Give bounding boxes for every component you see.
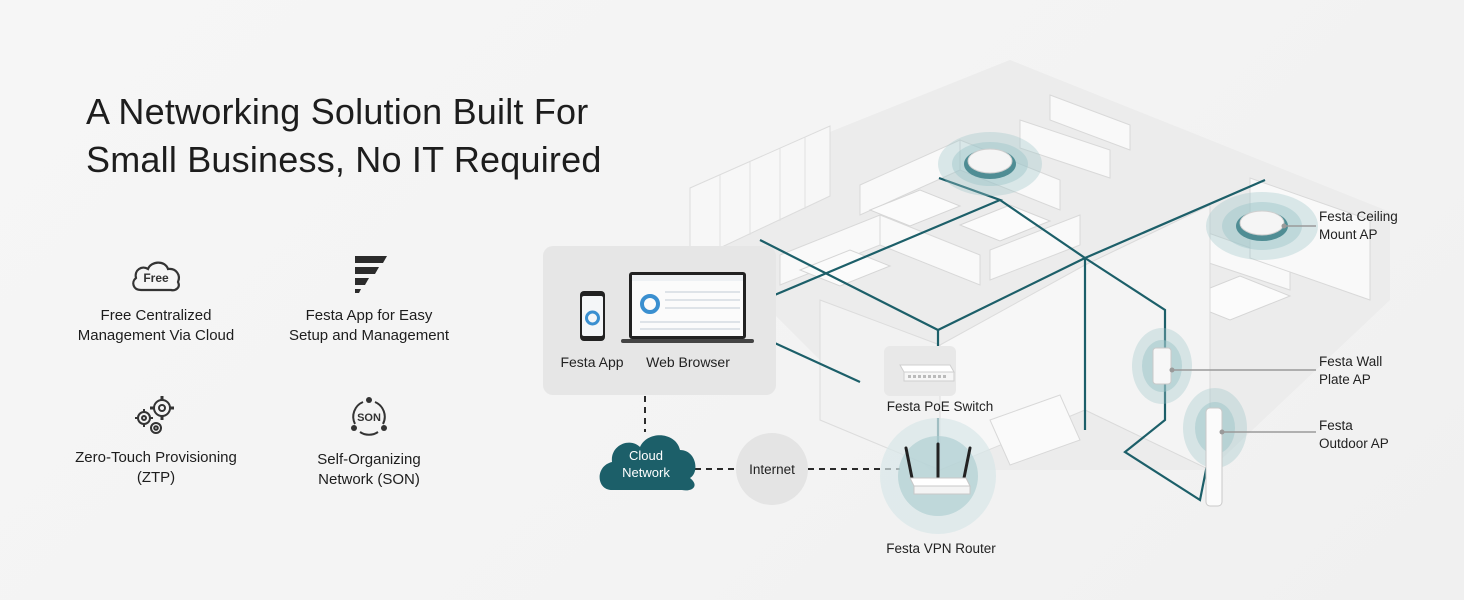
page-title: A Networking Solution Built For Small Bu… — [86, 88, 602, 184]
feature-label-line: Management Via Cloud — [77, 327, 235, 344]
cloud-label-line2: Network — [622, 465, 670, 480]
vpn-router: Festa VPN Router — [880, 418, 996, 556]
title-line-2: Small Business, No IT Required — [86, 139, 602, 180]
wall-ap-label-line2: Plate AP — [1319, 372, 1371, 387]
son-badge-text: SON — [357, 412, 381, 424]
phone-icon — [580, 291, 605, 341]
internet-label: Internet — [749, 462, 795, 477]
wall-ap-label-line1: Festa Wall — [1319, 354, 1382, 369]
feature-label-line: Self-Organizing — [317, 451, 421, 468]
callout-lines — [1172, 225, 1316, 433]
feature-ztp: Zero-Touch Provisioning (ZTP) — [46, 394, 266, 488]
festa-app-label: Festa App — [560, 354, 623, 370]
feature-label-line: Network (SON) — [318, 471, 420, 488]
cloud-label-line1: Cloud — [629, 448, 663, 463]
festa-logo-icon — [355, 256, 387, 293]
feature-label-line: Free Centralized — [100, 307, 212, 324]
feature-label-line: Setup and Management — [288, 327, 450, 344]
dashed-links — [644, 396, 900, 470]
feature-cloud-management: Free Free Centralized Management Via Clo… — [46, 256, 266, 346]
internet-bubble: Internet — [736, 433, 808, 505]
outdoor-ap — [1183, 388, 1247, 507]
outdoor-ap-label-line1: Festa — [1319, 418, 1353, 433]
gears-icon — [135, 396, 174, 434]
laptop-icon — [621, 272, 754, 343]
network-cabling — [717, 176, 1266, 502]
cloud-free-icon: Free — [132, 261, 180, 292]
ceiling-ap-right — [1206, 192, 1318, 260]
feature-son: SON Self-Organizing Network (SON) — [259, 394, 479, 490]
son-icon: SON — [351, 397, 387, 436]
web-browser-label: Web Browser — [646, 354, 730, 370]
wall-plate-ap — [1132, 328, 1192, 404]
management-panel: Festa App Web Browser — [543, 246, 776, 395]
cloud-network-icon: Cloud Network — [599, 435, 696, 491]
feature-festa-app: Festa App for Easy Setup and Management — [259, 252, 479, 346]
feature-label-line: Zero-Touch Provisioning — [75, 449, 237, 466]
office-floor-illustration — [689, 60, 1390, 471]
poe-switch: Festa PoE Switch — [884, 346, 993, 414]
ceiling-ap-center — [938, 132, 1042, 196]
vpn-router-label: Festa VPN Router — [886, 541, 996, 556]
feature-label-line: (ZTP) — [136, 469, 176, 486]
feature-label-line: Festa App for Easy — [305, 307, 433, 324]
ceiling-ap-label-line1: Festa Ceiling — [1319, 209, 1398, 224]
poe-switch-label: Festa PoE Switch — [887, 399, 994, 414]
outdoor-ap-label-line2: Outdoor AP — [1319, 436, 1389, 451]
free-badge-text: Free — [143, 271, 169, 285]
ceiling-ap-label-line2: Mount AP — [1319, 227, 1378, 242]
title-line-1: A Networking Solution Built For — [86, 91, 589, 132]
